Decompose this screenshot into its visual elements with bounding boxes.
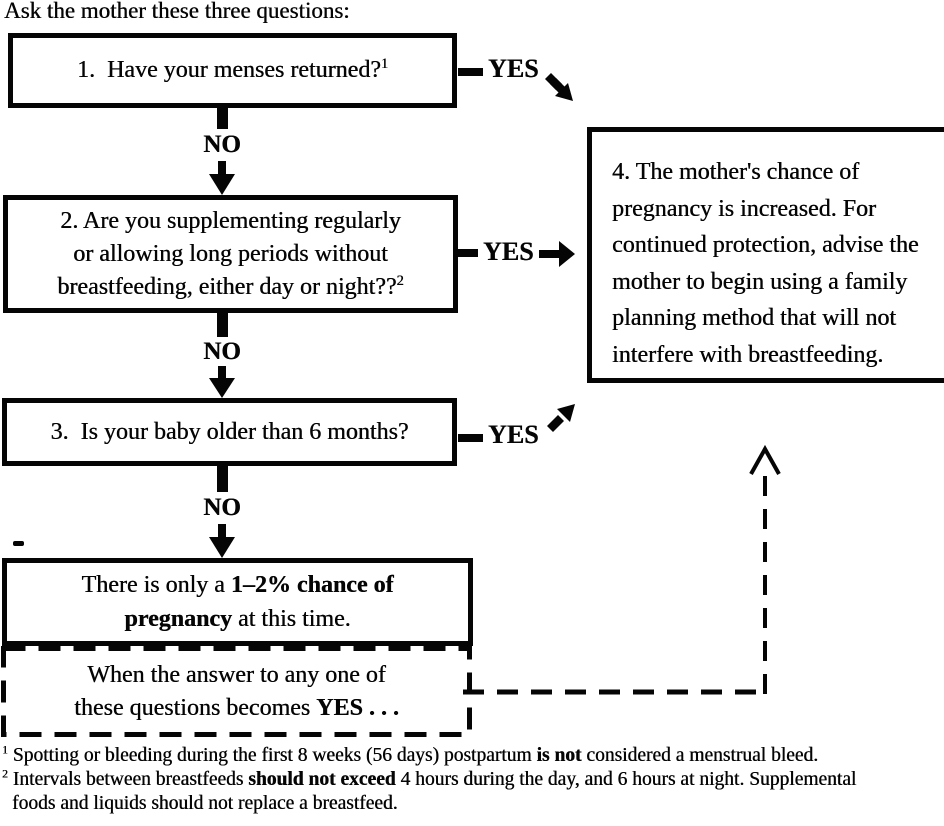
no-connector-3: NO [200,466,244,558]
arrow-up-icon [749,444,781,475]
connector-bar [458,68,483,76]
arrow-upright-icon [547,404,575,432]
question-1-text: 1. Have your menses returned?1 [76,56,389,83]
question-1-box: 1. Have your menses returned?1 [8,33,457,108]
question-2-line: or allowing long periods without [73,240,388,267]
increased-chance-line: continued protection, advise the [612,232,919,258]
arrow-right-icon [539,241,575,267]
arrow-down-icon [209,366,235,398]
becomes-yes-box: When the answer to any one of these ques… [1,646,472,737]
increased-chance-line: interfere with breastfeeding. [612,341,884,368]
question-2-line: breastfeeding, either day or night??2 [57,272,404,300]
yes-label: YES [488,54,539,83]
yes-label: YES [483,237,534,266]
arrow-down-icon [209,161,235,195]
increased-chance-line: planning method that will not [612,305,896,331]
low-chance-line: There is only a 1–2% chance of [81,572,394,598]
becomes-yes-line: these questions becomes YES . . . [74,694,399,721]
question-3-text: 3. Is your baby older than 6 months? [50,418,409,445]
low-chance-box: There is only a 1–2% chance of pregnancy… [2,558,473,646]
footnote-1: 1 Spotting or bleeding during the first … [2,743,819,766]
increased-chance-text: 4. The mother's chance of pregnancy is in… [612,154,919,373]
increased-chance-line: mother to begin using a family [612,268,908,295]
increased-chance-box: 4. The mother's chance of pregnancy is in… [587,127,944,383]
question-3-box: 3. Is your baby older than 6 months? [2,398,457,466]
yes-connector-2: YES [452,237,582,273]
dashed-feedback-connector [463,444,781,695]
no-label: NO [203,494,241,521]
yes-connector-3: YES [457,404,587,456]
no-connector-2: NO [200,313,244,398]
connector-bar [458,434,483,442]
chart-title: Ask the mother these three questions: [4,0,350,23]
no-label: NO [203,337,241,365]
footnote-2-continuation: foods and liquids should not replace a b… [12,793,398,814]
connector-stub [216,107,228,129]
yes-label: YES [488,420,539,449]
becomes-yes-line: When the answer to any one of [87,661,386,688]
no-connector-1: NO [200,107,244,195]
connector-stub [216,313,228,337]
scan-artifact-dash [13,541,24,546]
arrow-downright-icon [545,73,573,101]
footnote-2: 2 Intervals between breastfeeds should n… [2,767,857,790]
arrow-down-icon [209,524,235,558]
yes-connector-1: YES [457,54,587,106]
low-chance-line: pregnancy at this time. [124,606,351,632]
increased-chance-line: pregnancy is increased. For [612,195,876,222]
question-2-line: 2. Are you supplementing regularly [60,207,401,234]
footnotes: 1 Spotting or bleeding during the first … [2,744,942,816]
question-2-box: 2. Are you supplementing regularly or al… [3,195,458,313]
increased-chance-line: 4. The mother's chance of [612,159,860,185]
no-label: NO [203,131,241,158]
footnote-ref-2: 2 [396,272,404,289]
connector-bar [453,249,478,257]
footnote-ref-1: 1 [380,56,389,72]
connector-stub [216,466,228,492]
